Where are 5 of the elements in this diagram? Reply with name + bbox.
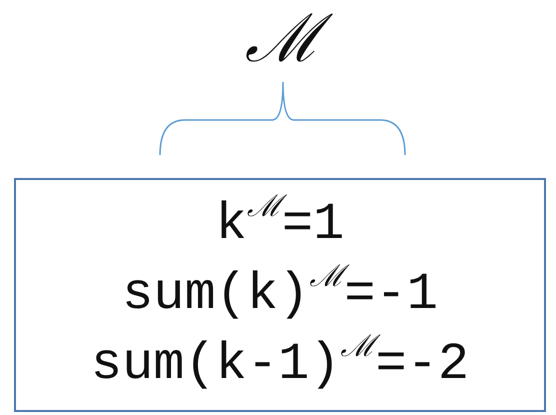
script-letter: ℳ bbox=[200, 0, 366, 78]
formula-box bbox=[14, 178, 546, 412]
formula: k$^{ℳ}$=1 bbox=[216, 190, 344, 256]
formula: sum(k)$^{ℳ}$=-1 bbox=[122, 260, 438, 326]
formula: sum(k-1)$^{ℳ}$=-2 bbox=[90, 330, 470, 396]
